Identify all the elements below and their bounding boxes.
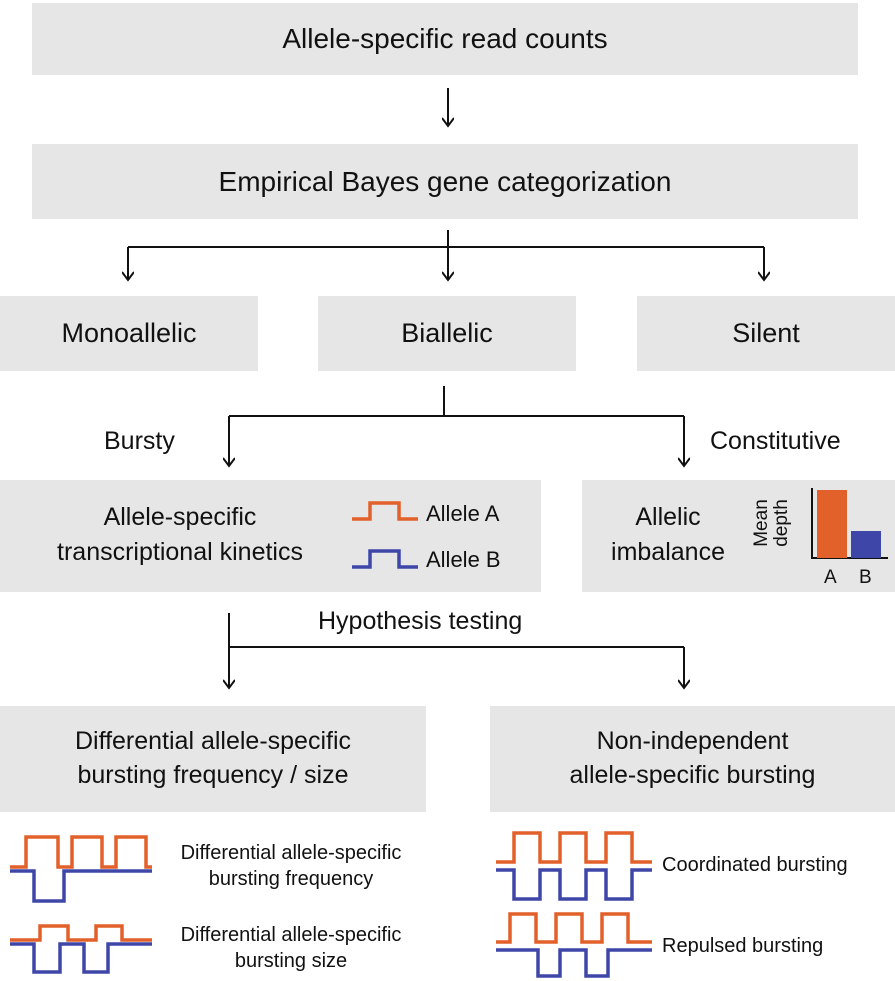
repulsed-wave-b <box>496 948 652 978</box>
categorization-label: Empirical Bayes gene categorization <box>218 165 672 197</box>
bar-b <box>851 531 881 558</box>
read-counts-box: Allele-specific read counts <box>32 3 858 75</box>
freq-example-line-2: bursting frequency <box>208 868 374 890</box>
kinetics-line-2: transcriptional kinetics <box>57 538 303 566</box>
bursty-label: Bursty <box>104 427 175 455</box>
freq-example-line-1: Differential allele-specific <box>180 842 402 864</box>
kinetics-line-1: Allele-specific <box>103 503 257 531</box>
imbalance-line-2: imbalance <box>611 538 725 566</box>
monoallelic-box: Monoallelic <box>0 296 258 371</box>
freq-wave-b <box>10 869 152 903</box>
bar-b-label: B <box>859 567 872 588</box>
bar-a-label: A <box>824 567 837 588</box>
differential-box: Differential allele-specific bursting fr… <box>0 706 426 812</box>
size-example-line-1: Differential allele-specific <box>180 924 402 946</box>
coordinated-label: Coordinated bursting <box>662 854 848 876</box>
monoallelic-label: Monoallelic <box>61 318 197 349</box>
size-example-label: Differential allele-specific bursting si… <box>156 922 426 974</box>
size-wave-a <box>10 924 152 942</box>
biallelic-box: Biallelic <box>318 296 576 371</box>
allele-b-legend-wave <box>352 549 418 569</box>
allele-a-legend-label: Allele A <box>426 501 500 526</box>
size-wave-b <box>10 942 152 974</box>
hypothesis-label: Hypothesis testing <box>318 607 523 635</box>
coordinated-wave-b <box>496 868 652 901</box>
imbalance-line-1: Allelic <box>635 503 701 531</box>
non-independent-box: Non-independent allele-specific bursting <box>490 706 895 812</box>
differential-line-1: Differential allele-specific <box>74 727 352 756</box>
non-independent-line-1: Non-independent <box>596 727 789 756</box>
silent-label: Silent <box>732 318 800 349</box>
imbalance-label: Allelic imbalance <box>588 500 748 570</box>
non-independent-line-2: allele-specific bursting <box>569 761 816 789</box>
biallelic-label: Biallelic <box>401 318 493 349</box>
read-counts-label: Allele-specific read counts <box>282 23 608 55</box>
constitutive-label: Constitutive <box>710 427 841 455</box>
bar-a <box>817 490 847 558</box>
kinetics-label: Allele-specific transcriptional kinetics <box>20 500 340 570</box>
differential-line-2: bursting frequency / size <box>77 761 349 789</box>
freq-example-label: Differential allele-specific bursting fr… <box>156 840 426 892</box>
mean-depth-mini-chart <box>811 488 888 559</box>
allele-b-legend-label: Allele B <box>426 547 501 572</box>
allele-a-legend-wave <box>352 501 418 521</box>
repulsed-label: Repulsed bursting <box>662 935 824 957</box>
silent-box: Silent <box>637 296 895 371</box>
kinetics-box <box>0 480 541 592</box>
size-example-line-2: bursting size <box>234 950 348 972</box>
repulsed-wave-a <box>496 912 652 944</box>
freq-wave-a <box>10 835 152 869</box>
categorization-box: Empirical Bayes gene categorization <box>32 144 858 219</box>
coordinated-wave-a <box>496 831 652 864</box>
